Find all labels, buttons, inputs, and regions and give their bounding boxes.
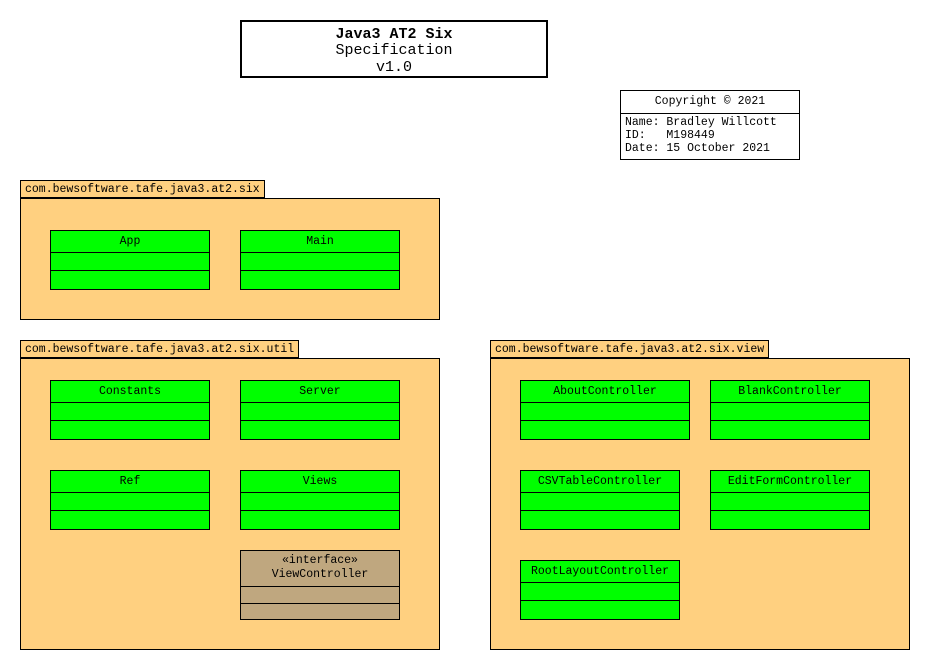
class-name: Server bbox=[241, 381, 399, 403]
class-main[interactable]: Main bbox=[240, 230, 400, 290]
class-rootlayoutcontroller[interactable]: RootLayoutController bbox=[520, 560, 680, 620]
interface-viewcontroller[interactable]: «interface» ViewController bbox=[240, 550, 400, 620]
package-root-tab: com.bewsoftware.tafe.java3.at2.six bbox=[20, 180, 265, 198]
diagram-title-box: Java3 AT2 Six Specification v1.0 bbox=[240, 20, 548, 78]
class-attributes bbox=[521, 583, 679, 601]
class-name: RootLayoutController bbox=[521, 561, 679, 583]
class-attributes bbox=[711, 403, 869, 421]
class-server[interactable]: Server bbox=[240, 380, 400, 440]
class-csvtablecontroller[interactable]: CSVTableController bbox=[520, 470, 680, 530]
package-view-tab: com.bewsoftware.tafe.java3.at2.six.view bbox=[490, 340, 770, 358]
class-blankcontroller[interactable]: BlankController bbox=[710, 380, 870, 440]
class-views[interactable]: Views bbox=[240, 470, 400, 530]
class-methods bbox=[521, 601, 679, 619]
class-name: Ref bbox=[51, 471, 209, 493]
class-attributes bbox=[51, 253, 209, 271]
class-methods bbox=[51, 271, 209, 289]
diagram-subtitle: Specification bbox=[335, 42, 453, 59]
class-ref[interactable]: Ref bbox=[50, 470, 210, 530]
class-constants[interactable]: Constants bbox=[50, 380, 210, 440]
class-name: BlankController bbox=[711, 381, 869, 403]
class-methods bbox=[711, 421, 869, 439]
class-methods bbox=[241, 604, 399, 619]
class-attributes bbox=[241, 493, 399, 511]
class-name: Main bbox=[241, 231, 399, 253]
copyright-heading: Copyright © 2021 bbox=[621, 91, 799, 114]
class-attributes bbox=[241, 253, 399, 271]
class-attributes bbox=[711, 493, 869, 511]
author-id: ID: M198449 bbox=[625, 129, 715, 142]
class-methods bbox=[241, 421, 399, 439]
class-attributes bbox=[521, 493, 679, 511]
class-methods bbox=[711, 511, 869, 529]
class-attributes bbox=[241, 403, 399, 421]
class-attributes bbox=[51, 493, 209, 511]
author-name: Name: Bradley Willcott bbox=[625, 116, 777, 129]
class-name: App bbox=[51, 231, 209, 253]
class-name: Constants bbox=[51, 381, 209, 403]
interface-name: ViewController bbox=[271, 568, 369, 581]
class-app[interactable]: App bbox=[50, 230, 210, 290]
class-attributes bbox=[51, 403, 209, 421]
interface-stereotype: «interface» bbox=[282, 554, 358, 567]
class-methods bbox=[241, 511, 399, 529]
class-aboutcontroller[interactable]: AboutController bbox=[520, 380, 690, 440]
package-util-tab: com.bewsoftware.tafe.java3.at2.six.util bbox=[20, 340, 300, 358]
interface-header: «interface» ViewController bbox=[241, 551, 399, 587]
class-methods bbox=[521, 511, 679, 529]
class-methods bbox=[241, 271, 399, 289]
class-methods bbox=[51, 511, 209, 529]
diagram-title: Java3 AT2 Six bbox=[335, 26, 453, 43]
class-attributes bbox=[521, 403, 689, 421]
class-name: Views bbox=[241, 471, 399, 493]
class-name: CSVTableController bbox=[521, 471, 679, 493]
diagram-version: v1.0 bbox=[375, 59, 412, 76]
class-attributes bbox=[241, 587, 399, 604]
class-name: EditFormController bbox=[711, 471, 869, 493]
author-date: Date: 15 October 2021 bbox=[625, 142, 770, 155]
class-editformcontroller[interactable]: EditFormController bbox=[710, 470, 870, 530]
class-name: AboutController bbox=[521, 381, 689, 403]
class-methods bbox=[51, 421, 209, 439]
class-methods bbox=[521, 421, 689, 439]
